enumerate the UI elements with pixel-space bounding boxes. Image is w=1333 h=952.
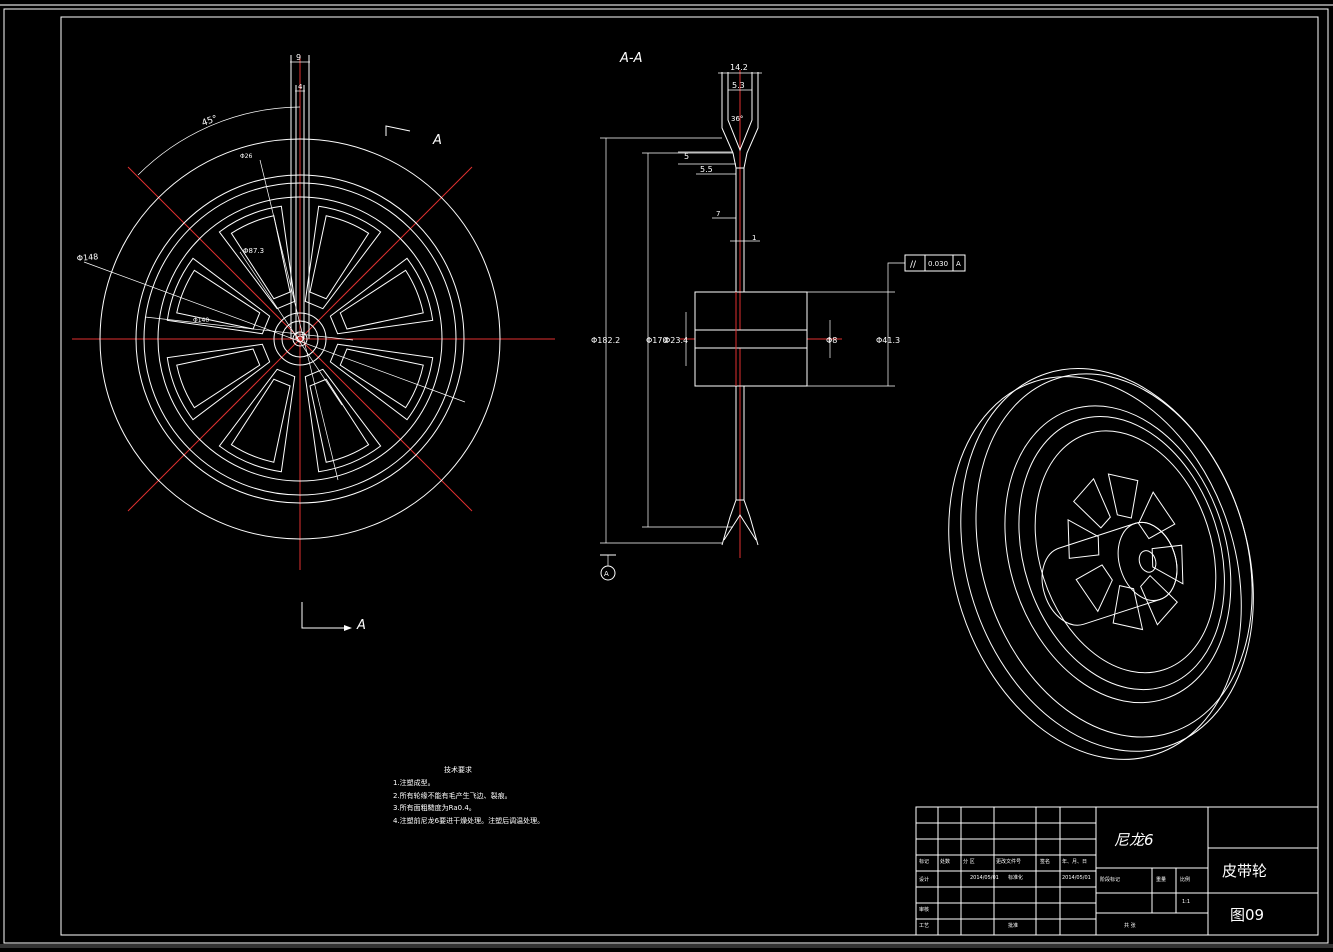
iso-spoke-window	[1072, 477, 1111, 529]
spoke-windows	[166, 205, 434, 473]
spoke-window-inner	[176, 269, 261, 330]
dim-mid: Φ87.3	[243, 247, 264, 255]
iso-spoke-window	[1107, 473, 1139, 519]
spoke-window	[329, 257, 434, 335]
dim-groove-w1: 14.2	[730, 63, 748, 72]
iso-spoke-window	[1138, 491, 1176, 540]
outer-border	[3, 8, 1329, 944]
dim-dia-c: Φ23.4	[664, 336, 688, 345]
tb-scale-label: 比例	[1180, 876, 1190, 883]
tb-row-review: 审核	[919, 906, 929, 913]
technical-notes: 技术要求 1.注塑成型。 2.所有轮缘不能有毛产生飞边、裂痕。 3.所有面粗糙度…	[393, 765, 544, 825]
spoke-window	[166, 343, 271, 421]
tb-cell-count: 处数	[940, 858, 950, 865]
tb-date2: 2014/05/01	[1062, 875, 1091, 881]
dim-dia-d: Φ8	[826, 336, 837, 345]
tb-cell-docno: 更改文件号	[996, 858, 1021, 865]
tb-weight-label: 重量	[1156, 876, 1166, 883]
iso-spoke-window	[1067, 518, 1100, 559]
dim-inner: Φ140	[193, 317, 209, 324]
tb-cell-sign: 签名	[1040, 858, 1050, 865]
spoke-window-inner	[339, 348, 424, 409]
spoke-window	[304, 368, 382, 473]
iso-spoke-window	[1075, 564, 1113, 613]
spoke-window-inner	[309, 215, 370, 300]
spoke-window	[329, 343, 434, 421]
tb-approve-label: 批准	[1008, 922, 1018, 929]
iso-spoke-window	[1112, 584, 1144, 631]
dim-dia-b: Φ170	[646, 336, 668, 345]
section-mark-bottom: A	[356, 618, 366, 633]
spoke-window-inner	[309, 378, 370, 463]
tb-design-date: 2014/05/01	[970, 875, 999, 881]
spoke-window	[218, 205, 296, 310]
spoke-window	[166, 257, 271, 335]
tb-cell-zone: 分 区	[963, 858, 975, 865]
section-mark-top: A	[432, 133, 442, 148]
iso-spoke-window	[1140, 574, 1178, 626]
tolerance-symbol: //	[910, 260, 917, 270]
section-title: A-A	[619, 51, 642, 66]
front-view: 9 4 45° Φ148 Φ87.3 Φ140 Φ26 A A	[72, 53, 555, 633]
dim-web-t2: 1	[752, 234, 756, 242]
note-2: 2.所有轮缘不能有毛产生飞边、裂痕。	[393, 791, 512, 800]
note-3: 3.所有面粗糙度为Ra0.4。	[393, 803, 476, 812]
tb-row-mark: 标记	[919, 858, 929, 865]
dim-groove-w2: 5.3	[732, 81, 745, 90]
dim-dia-a: Φ182.2	[591, 336, 620, 345]
title-block: 尼龙6 皮带轮 图09 标记 设计 审核 工艺 处数 分 区 更改文件号 签名 …	[915, 806, 1319, 936]
spoke-window-inner	[339, 269, 424, 330]
dim-groove-d1: 5	[684, 152, 689, 161]
tb-stage-label: 阶段标记	[1100, 876, 1120, 883]
spoke-window-inner	[230, 378, 291, 463]
dim-outer: Φ148	[76, 252, 98, 263]
isometric-view	[948, 368, 1254, 760]
tb-scale-value: 1:1	[1182, 899, 1190, 905]
dim-top-w2: 4	[298, 83, 303, 91]
tb-cell-date: 年、月、日	[1062, 858, 1087, 865]
dim-groove-d2: 5.5	[700, 165, 713, 174]
datum-label: A	[604, 570, 609, 578]
dim-web-t1: 7	[716, 210, 720, 218]
tb-part-name: 皮带轮	[1222, 862, 1267, 880]
dim-dia-e: Φ41.3	[876, 336, 900, 345]
note-4: 4.注塑前尼龙6要进干燥处理。注塑后调温处理。	[393, 816, 544, 825]
section-view: A-A	[591, 51, 966, 581]
dim-small: Φ26	[240, 153, 253, 160]
note-1: 1.注塑成型。	[393, 778, 435, 787]
tb-material: 尼龙6	[1114, 831, 1154, 849]
tolerance-datum: A	[956, 260, 961, 268]
tolerance-value: 0.030	[928, 260, 948, 268]
tb-row-process: 工艺	[919, 923, 929, 929]
tb-sheet-label: 共 张	[1124, 922, 1136, 929]
tb-std-label: 标准化	[1008, 874, 1023, 881]
spoke-window	[218, 368, 296, 473]
spoke-window-inner	[230, 215, 291, 300]
spoke-window-inner	[176, 348, 261, 409]
tb-row-design: 设计	[919, 876, 929, 883]
tb-drawing-no: 图09	[1230, 906, 1264, 924]
inner-border	[60, 16, 1319, 936]
dim-top-w1: 9	[296, 53, 301, 62]
notes-heading: 技术要求	[444, 765, 472, 774]
dim-groove-angle: 36°	[731, 115, 743, 123]
spoke-window	[304, 205, 382, 310]
